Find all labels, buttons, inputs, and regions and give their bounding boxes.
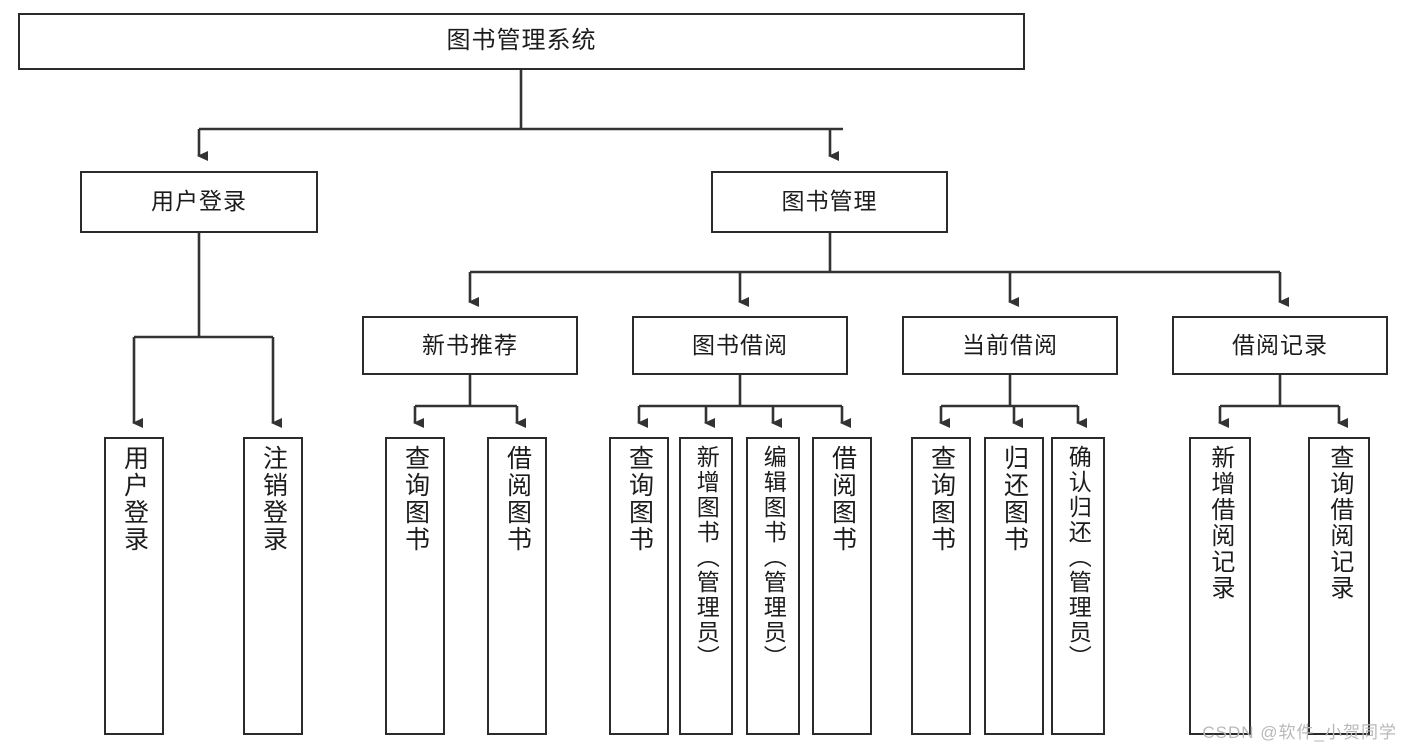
node-label: 新书推荐 (422, 331, 518, 358)
node-new-book-rec[interactable]: 新书推荐 (362, 316, 578, 375)
node-label: 图书借阅 (692, 331, 788, 358)
node-label: 用户登录 (151, 188, 247, 215)
node-book-borrow[interactable]: 图书借阅 (632, 316, 848, 375)
node-borrow-record[interactable]: 借阅记录 (1172, 316, 1388, 375)
node-label: 归还图书 (1000, 445, 1029, 553)
node-leaf-return-book[interactable]: 归还图书 (984, 437, 1044, 735)
node-label: 新增借阅记录 (1206, 445, 1234, 601)
node-leaf-borrow-book-1[interactable]: 借阅图书 (487, 437, 547, 735)
node-leaf-query-book-3[interactable]: 查询图书 (911, 437, 971, 735)
node-label: 查询图书 (625, 445, 654, 553)
node-leaf-edit-book[interactable]: 编辑图书（管理员） (746, 437, 800, 735)
csdn-watermark: CSDN @软件_小贺同学 (1202, 723, 1397, 742)
node-leaf-logout-login[interactable]: 注销登录 (243, 437, 303, 735)
node-label: 借阅记录 (1232, 331, 1328, 358)
node-book-manage[interactable]: 图书管理 (711, 171, 948, 233)
node-label: 图书管理 (781, 188, 878, 215)
node-label: 借阅图书 (503, 445, 532, 553)
node-leaf-add-record[interactable]: 新增借阅记录 (1189, 437, 1251, 735)
node-leaf-add-book[interactable]: 新增图书（管理员） (679, 437, 733, 735)
node-label: 查询图书 (927, 445, 956, 553)
node-user-login[interactable]: 用户登录 (80, 171, 318, 233)
node-label: 查询借阅记录 (1325, 445, 1353, 601)
node-leaf-query-book-2[interactable]: 查询图书 (609, 437, 669, 735)
node-label: 图书管理系统 (446, 27, 597, 55)
node-current-borrow[interactable]: 当前借阅 (902, 316, 1118, 375)
node-leaf-query-book-1[interactable]: 查询图书 (385, 437, 445, 735)
node-label: 确认归还（管理员） (1065, 445, 1092, 670)
node-root[interactable]: 图书管理系统 (18, 13, 1025, 70)
node-leaf-user-login[interactable]: 用户登录 (104, 437, 164, 735)
node-label: 注销登录 (259, 445, 288, 553)
node-label: 用户登录 (120, 445, 149, 553)
node-label: 查询图书 (401, 445, 430, 553)
node-leaf-borrow-book-2[interactable]: 借阅图书 (812, 437, 872, 735)
node-label: 编辑图书（管理员） (760, 445, 787, 670)
node-leaf-confirm-return[interactable]: 确认归还（管理员） (1051, 437, 1105, 735)
node-label: 新增图书（管理员） (693, 445, 720, 670)
node-label: 当前借阅 (962, 331, 1058, 358)
node-leaf-query-record[interactable]: 查询借阅记录 (1308, 437, 1370, 735)
node-label: 借阅图书 (828, 445, 857, 553)
